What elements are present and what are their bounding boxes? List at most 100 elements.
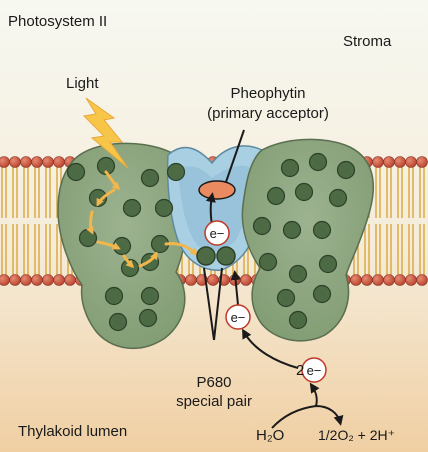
chlorophyll-dot <box>258 252 278 272</box>
lipid-head <box>42 274 54 286</box>
energy-arrow <box>122 254 135 269</box>
lipid-head <box>383 274 395 286</box>
chlorophyll-dot <box>318 254 338 274</box>
chlorophyll-dot <box>104 286 124 306</box>
two-electrons-coefficient: 2 <box>296 362 304 379</box>
lipid-head <box>405 274 417 286</box>
lipid-tail <box>1 167 7 275</box>
lipid-head <box>20 156 32 168</box>
chlorophyll-dot <box>276 288 296 308</box>
lipid-head <box>20 274 32 286</box>
pheophytin-label: Pheophytin <box>230 85 305 102</box>
electron-label: e− <box>210 226 225 241</box>
chlorophyll-dot <box>312 284 332 304</box>
lipid-head <box>31 274 43 286</box>
pheophytin-molecule <box>198 180 236 200</box>
lipid-head <box>9 156 21 168</box>
lipid-head <box>31 156 43 168</box>
chlorophyll-dot <box>78 228 98 248</box>
electron-label: e− <box>231 310 246 325</box>
lipid-head <box>416 156 428 168</box>
lipid-head <box>394 274 406 286</box>
p680-label: P680 <box>196 374 231 391</box>
chlorophyll-dot <box>266 186 286 206</box>
lipid-head <box>383 156 395 168</box>
p680-chlorophyll-a <box>196 246 216 266</box>
electron-flow-arrows <box>203 129 344 429</box>
chlorophyll-dot <box>282 220 302 240</box>
thylakoid-lumen-label: Thylakoid lumen <box>18 423 127 440</box>
electron-from-water-arrow <box>242 328 299 369</box>
chlorophyll-dot <box>122 198 142 218</box>
lipid-head <box>405 156 417 168</box>
lipid-head <box>207 274 219 286</box>
energy-transfer-arrows <box>86 170 199 269</box>
lipid-head <box>372 156 384 168</box>
lipid-tail <box>375 167 381 275</box>
electron-to-p680-arrow <box>230 270 241 306</box>
chlorophyll-dot <box>66 162 86 182</box>
chlorophyll-dot <box>140 286 160 306</box>
stroma-label: Stroma <box>343 33 392 50</box>
water-electrons-arrow <box>309 382 320 407</box>
energy-arrow <box>96 188 116 207</box>
lipid-tail <box>386 167 392 275</box>
electron-badge-lower: e− <box>225 304 251 330</box>
chlorophyll-dot <box>154 198 174 218</box>
chlorophyll-dot <box>312 220 332 240</box>
lipid-head <box>9 274 21 286</box>
lipid-head <box>240 274 252 286</box>
chlorophyll-dot <box>328 188 348 208</box>
chlorophyll-dot <box>288 264 308 284</box>
electron-badge-water: e− <box>301 357 327 383</box>
lipid-head <box>64 274 76 286</box>
p680-chlorophyll-b <box>216 246 236 266</box>
chlorophyll-dot <box>336 160 356 180</box>
chlorophyll-dot <box>138 308 158 328</box>
lipid-head <box>185 274 197 286</box>
lipid-head <box>361 274 373 286</box>
energy-arrow <box>138 251 158 268</box>
lipid-head <box>53 274 65 286</box>
energy-arrow <box>96 240 121 250</box>
chlorophyll-dot <box>108 312 128 332</box>
lipid-head <box>53 156 65 168</box>
p680-pointer-b <box>213 267 223 341</box>
lipid-head <box>42 156 54 168</box>
lipid-head <box>372 274 384 286</box>
chlorophyll-dot <box>252 216 272 236</box>
chlorophyll-dot <box>166 162 186 182</box>
lipid-tail <box>34 167 40 275</box>
lipid-head <box>416 274 428 286</box>
pheophytin-pointer <box>225 129 245 183</box>
water-label: H₂O <box>256 427 284 444</box>
energy-arrow <box>164 242 199 257</box>
primary-acceptor-label: (primary acceptor) <box>207 105 329 122</box>
chlorophyll-dot <box>280 158 300 178</box>
lipid-head <box>0 274 10 286</box>
chlorophyll-dot <box>308 152 328 172</box>
p680-pointer-a <box>203 267 215 341</box>
lipid-head <box>0 156 10 168</box>
energy-arrow <box>104 170 121 191</box>
lipid-tail <box>12 167 18 275</box>
lipid-head <box>350 274 362 286</box>
lipid-tail <box>397 167 403 275</box>
products-label: 1/2O₂ + 2H⁺ <box>318 427 395 443</box>
lipid-tail <box>23 167 29 275</box>
lipid-head <box>394 156 406 168</box>
chlorophyll-dot <box>294 182 314 202</box>
lipid-tail <box>419 167 425 275</box>
diagram-title: Photosystem II <box>8 13 107 30</box>
lipid-tail <box>45 167 51 275</box>
electron-label: e− <box>307 363 322 378</box>
light-label: Light <box>66 75 99 92</box>
chlorophyll-dot <box>288 310 308 330</box>
electron-badge-upper: e− <box>204 220 230 246</box>
lipid-tail <box>408 167 414 275</box>
energy-arrow <box>86 210 94 235</box>
special-pair-label: special pair <box>176 393 252 410</box>
chlorophyll-dot <box>140 168 160 188</box>
